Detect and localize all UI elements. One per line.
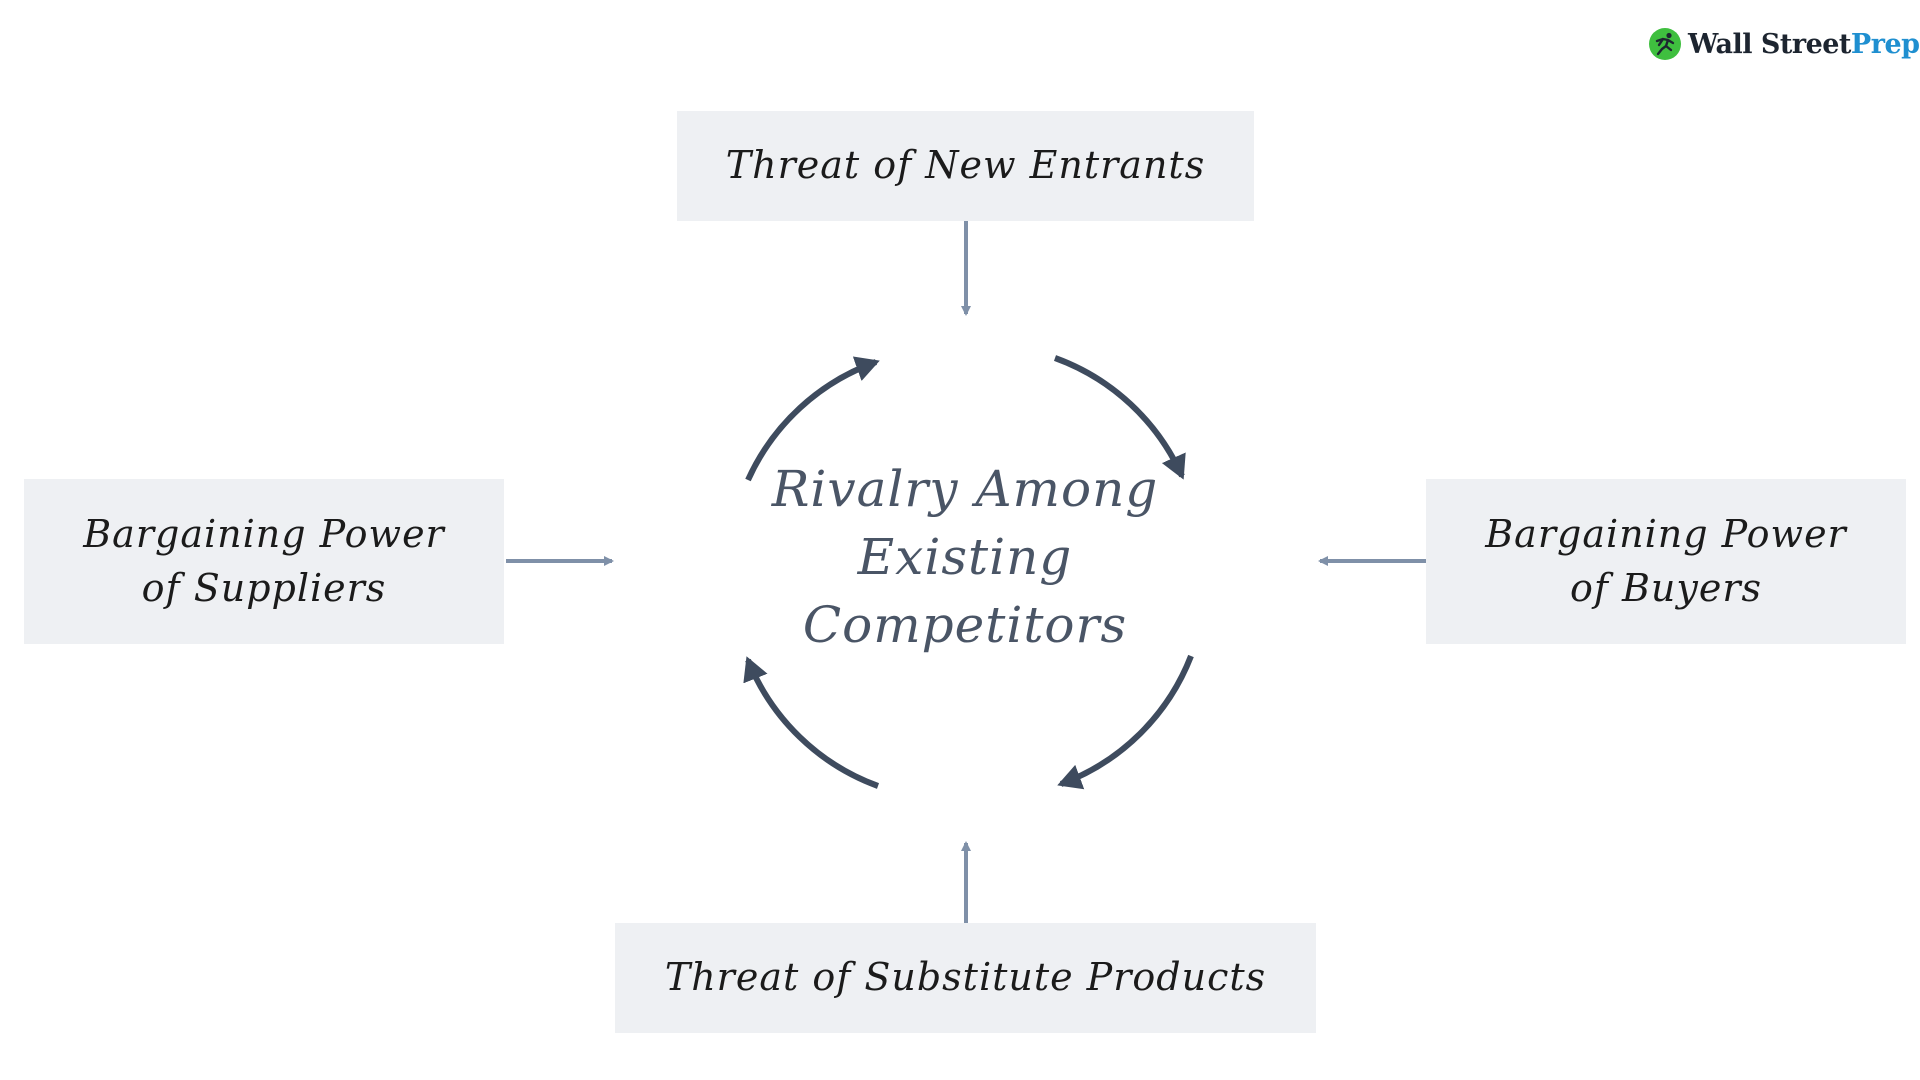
force-label-new-entrants: Threat of New Entrants [725, 143, 1206, 188]
force-label-suppliers-line2: of Suppliers [141, 565, 387, 610]
cycle-arrow-bottom-left [743, 656, 880, 789]
center-label-line2: Existing [857, 528, 1073, 586]
force-box-new-entrants: Threat of New Entrants [677, 111, 1254, 221]
cycle-arrow-bottom-right [1057, 654, 1194, 790]
force-label-buyers-line1: Bargaining Power [1485, 512, 1847, 557]
logo-wordmark: Wall StreetPrep [1688, 29, 1920, 60]
logo-text-main: Wall Street [1688, 28, 1851, 60]
center-label-line3: Competitors [802, 596, 1128, 654]
force-box-buyers: Bargaining Power of Buyers [1426, 479, 1906, 644]
wall-street-prep-logo: Wall StreetPrep [1648, 24, 1920, 64]
cycle-arrow-top-right [1053, 355, 1186, 480]
force-label-substitutes: Threat of Substitute Products [664, 955, 1267, 1000]
force-label-buyers-line2: of Buyers [1569, 565, 1763, 610]
center-label-line1: Rivalry Among [771, 460, 1159, 518]
logo-text-accent: Prep [1850, 28, 1920, 60]
runner-icon [1649, 28, 1681, 60]
force-label-suppliers-line1: Bargaining Power [83, 512, 445, 557]
cycle-arrow-top-left [745, 356, 880, 482]
force-box-suppliers: Bargaining Power of Suppliers [24, 479, 504, 644]
center-rivalry-label: Rivalry Among Existing Competitors [740, 455, 1190, 659]
force-box-substitutes: Threat of Substitute Products [615, 923, 1316, 1033]
